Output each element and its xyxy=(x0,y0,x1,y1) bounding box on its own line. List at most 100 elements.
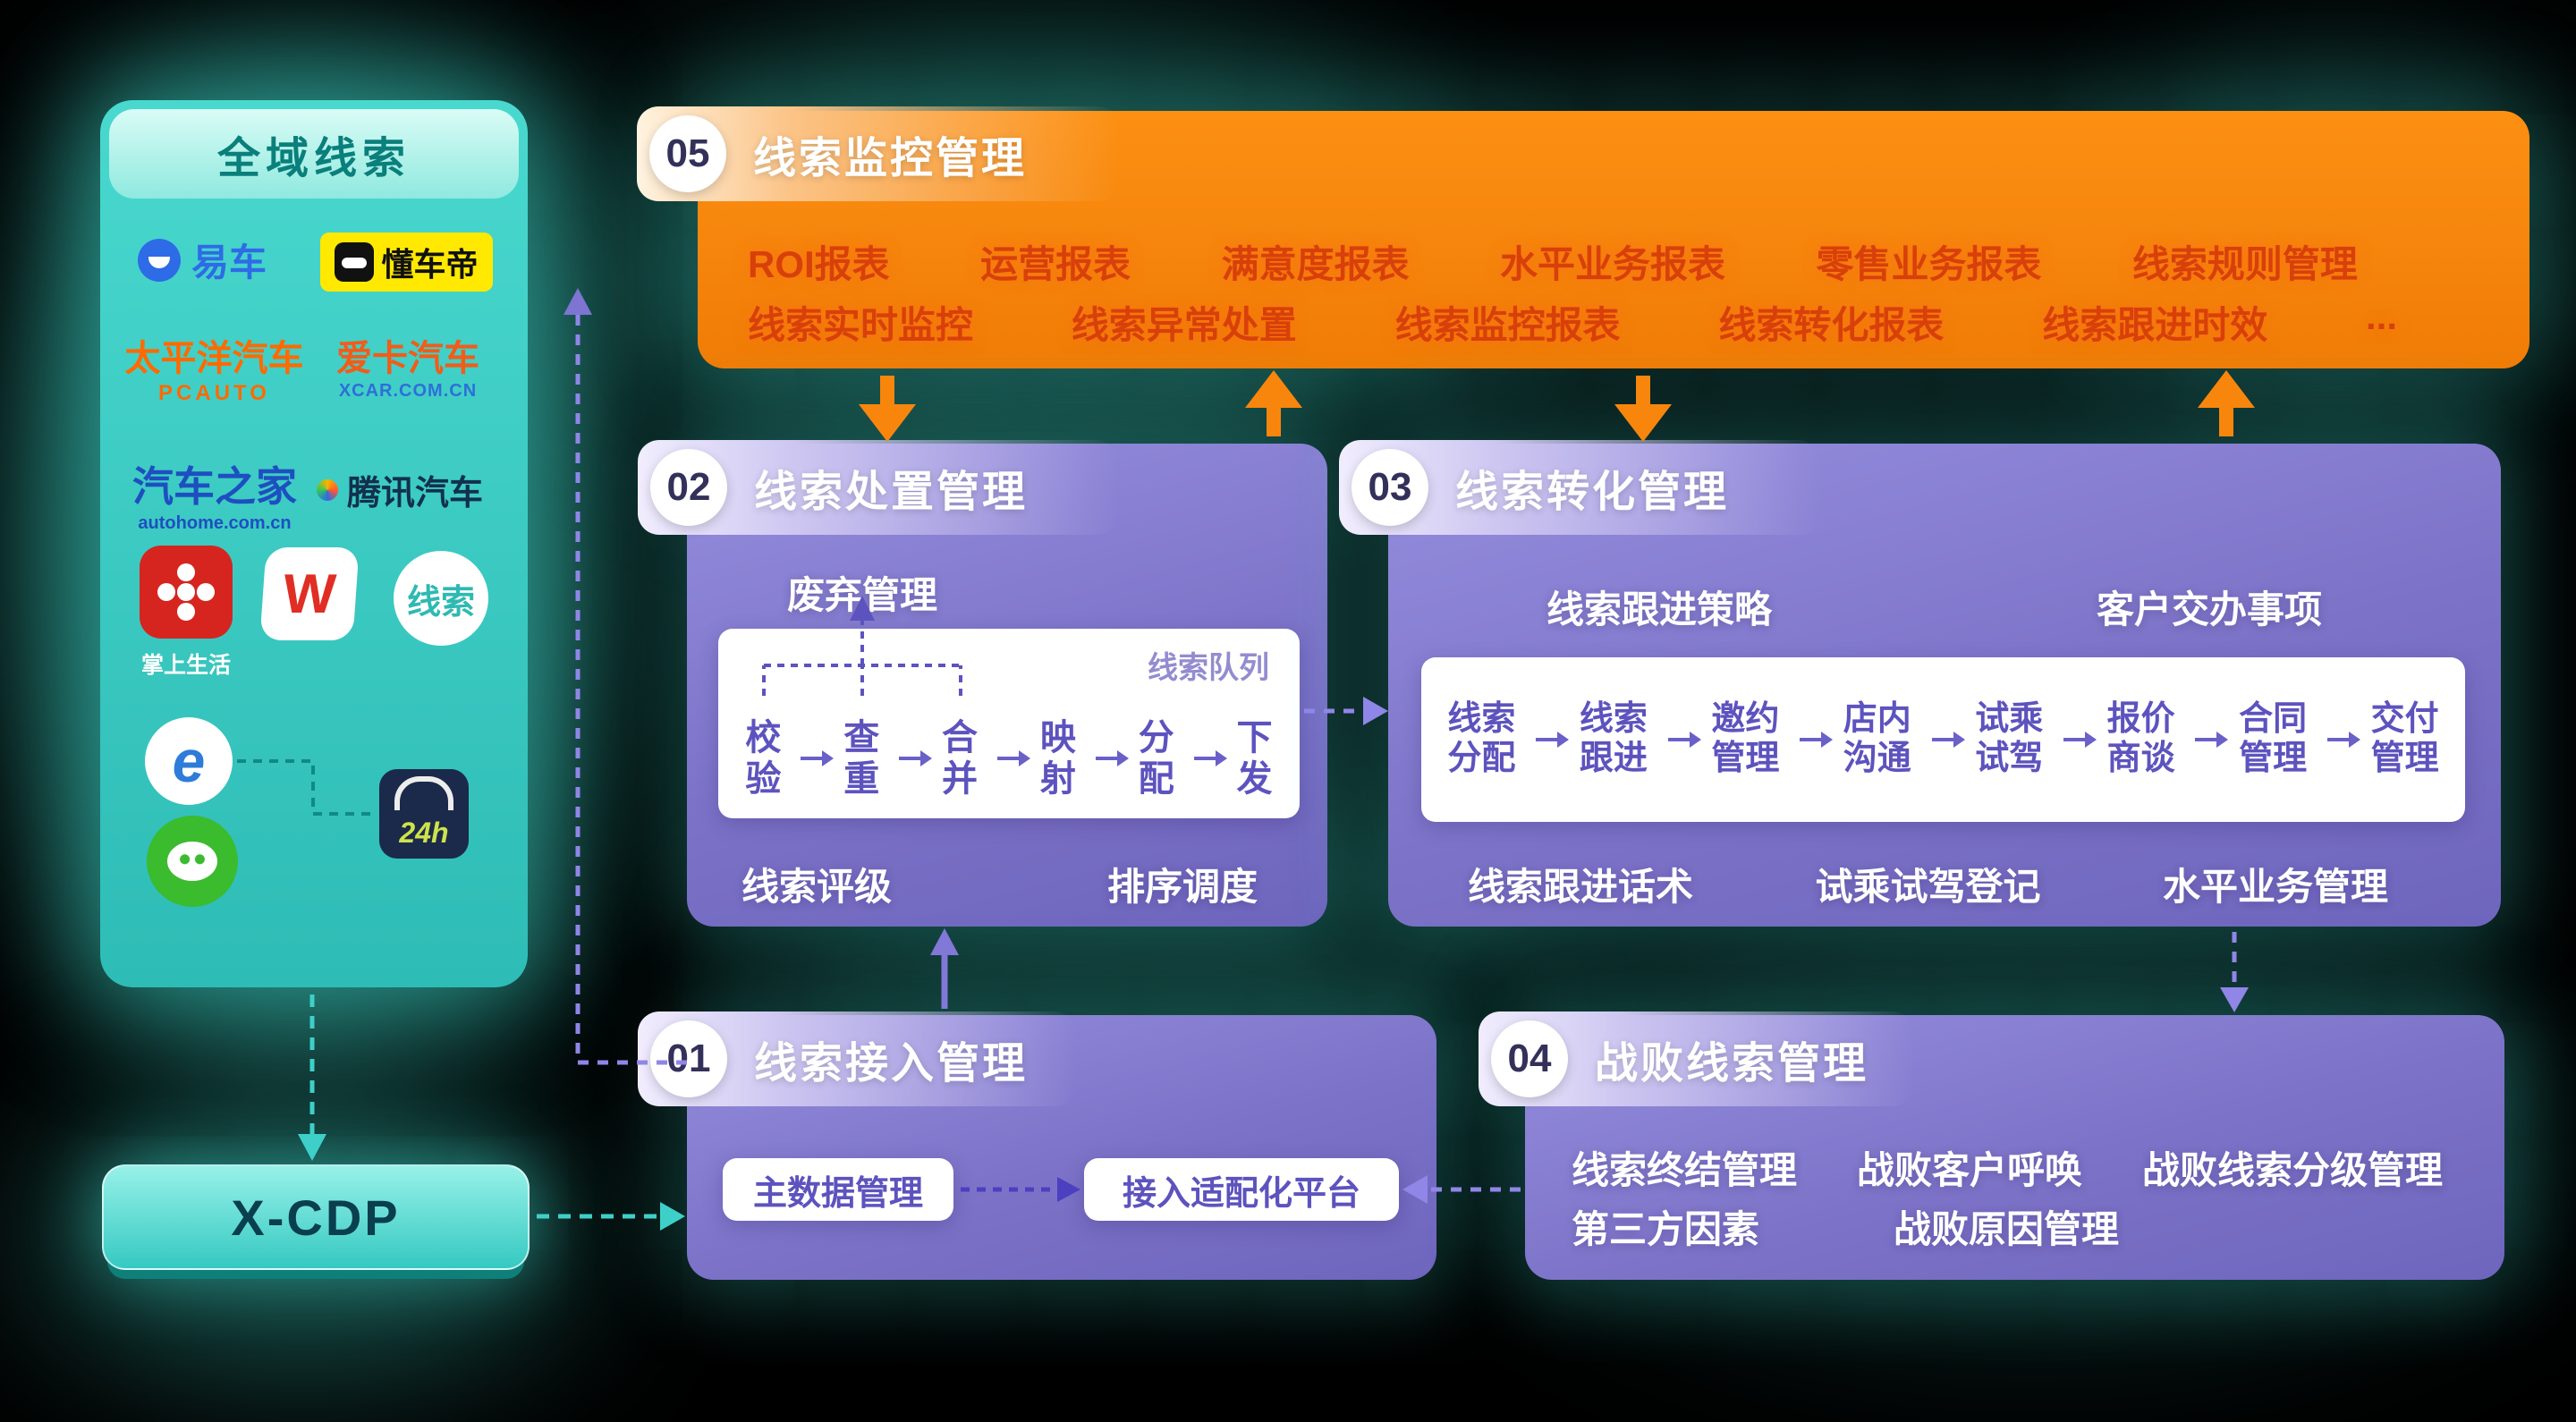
conversion-flow: 线索分配 线索跟进 邀约管理 店内沟通 试乘试驾 报价商谈 合同管理 交付管理 xyxy=(1445,670,2442,809)
flow-step: 校验 xyxy=(745,718,782,799)
arrowhead-down-icon xyxy=(1614,404,1672,442)
lead-queue-card: 线索队列 校验 查重 合并 映射 分配 下发 xyxy=(718,629,1300,818)
sort-scheduling-label: 排序调度 xyxy=(1106,866,1258,908)
followup-strategy-label: 线索跟进策略 xyxy=(1546,588,1773,631)
24h-label: 24h xyxy=(399,817,449,849)
flow-step: 报价商谈 xyxy=(2106,700,2175,777)
module-05-lead-monitoring: 05 线索监控管理 ROI报表 运营报表 满意度报表 水平业务报表 零售业务报表… xyxy=(637,106,2529,368)
module-02-number: 02 xyxy=(650,449,727,526)
chat-bubble-icon xyxy=(167,842,217,881)
report-item-ellipsis: ... xyxy=(2365,295,2397,337)
flow-arrow-icon xyxy=(899,750,933,766)
xcar-sublabel: XCAR.COM.CN xyxy=(338,381,478,401)
flower-icon xyxy=(177,583,195,601)
flow-step: 线索分配 xyxy=(1447,700,1516,777)
monitoring-report-row-1: ROI报表 运营报表 满意度报表 水平业务报表 零售业务报表 线索规则管理 xyxy=(748,234,2358,289)
xcdp-module: X-CDP xyxy=(102,1164,530,1270)
lead-rating-label: 线索评级 xyxy=(741,866,893,908)
arrowhead-down-icon xyxy=(859,404,916,442)
module-04-lost-lead: 04 战败线索管理 线索终结管理 战败客户呼唤 战败线索分级管理 第三方因素 战… xyxy=(1479,1011,2504,1280)
monitoring-report-row-2: 线索实时监控 线索异常处置 线索监控报表 线索转化报表 线索跟进时效 ... xyxy=(748,295,2397,350)
flow-step: 试乘试驾 xyxy=(1975,700,2044,777)
flow-arrow-icon xyxy=(2063,732,2097,748)
arrowhead-up-icon xyxy=(2198,370,2255,408)
autohome-logo: 汽车之家 autohome.com.cn xyxy=(114,454,315,534)
yiche-icon xyxy=(138,238,181,282)
arrowhead-right-icon xyxy=(1363,697,1388,725)
module-02-title: 线索处置管理 xyxy=(754,469,1029,516)
pcauto-label: 太平洋汽车 xyxy=(124,339,304,378)
module-02-lead-disposal: 02 线索处置管理 废弃管理 线索队列 校验 查重 合并 映射 分配 下发 线索… xyxy=(638,440,1327,927)
pcauto-sublabel: PCAUTO xyxy=(158,381,270,405)
lost-customer-recall-label: 战败客户呼唤 xyxy=(1856,1149,2082,1191)
xcar-logo: 爱卡汽车 XCAR.COM.CN xyxy=(318,329,497,402)
flow-arrow-icon xyxy=(2195,732,2229,748)
module-04-header: 04 战败线索管理 xyxy=(1479,1011,1914,1106)
module-01-lead-access: 01 线索接入管理 主数据管理 接入适配化平台 xyxy=(638,1011,1436,1280)
conversion-flow-card: 线索分配 线索跟进 邀约管理 店内沟通 试乘试驾 报价商谈 合同管理 交付管理 xyxy=(1421,657,2465,822)
zhangshang-shenghuo-label: 掌上生活 xyxy=(140,653,231,678)
disposal-flow: 校验 查重 合并 映射 分配 下发 xyxy=(743,711,1275,806)
master-data-card: 主数据管理 xyxy=(723,1158,953,1221)
flow-step: 交付管理 xyxy=(2370,700,2439,777)
module-03-header: 03 线索转化管理 xyxy=(1339,440,1820,535)
autohome-label: 汽车之家 xyxy=(132,463,297,510)
report-item: 线索跟进时效 xyxy=(2042,304,2268,346)
source-panel-title: 全域线索 xyxy=(109,109,519,199)
module-01-number: 01 xyxy=(650,1020,727,1097)
horizontal-business-label: 水平业务管理 xyxy=(2162,866,2388,908)
module-05-title: 线索监控管理 xyxy=(753,135,1028,182)
report-item: 零售业务报表 xyxy=(1816,243,2042,285)
report-item: 线索监控报表 xyxy=(1394,304,1621,346)
third-party-factor-label: 第三方因素 xyxy=(1572,1208,1760,1250)
zhangshang-shenghuo-icon xyxy=(140,546,233,639)
flow-arrow-icon xyxy=(1800,732,1834,748)
flow-arrow-icon xyxy=(2326,732,2360,748)
module-01-title: 线索接入管理 xyxy=(754,1040,1029,1088)
arrowhead-up-icon xyxy=(1245,370,1302,408)
flow-step: 线索跟进 xyxy=(1579,700,1648,777)
report-item: 水平业务报表 xyxy=(1500,243,1726,285)
report-item: 满意度报表 xyxy=(1221,243,1410,285)
tencent-auto-icon xyxy=(317,478,338,501)
report-item: ROI报表 xyxy=(748,243,890,285)
tencent-auto-label: 腾讯汽车 xyxy=(347,475,484,512)
dongchedi-icon xyxy=(335,242,375,282)
report-item: 线索异常处置 xyxy=(1071,304,1297,346)
flow-arrow-icon xyxy=(996,750,1030,766)
report-item: 线索实时监控 xyxy=(748,304,974,346)
module-02-bottom-labels: 线索评级 排序调度 xyxy=(741,857,1258,911)
arrowhead-down-icon xyxy=(298,1134,326,1161)
flow-step: 邀约管理 xyxy=(1711,700,1780,777)
flow-step: 合同管理 xyxy=(2239,700,2308,777)
arrowhead-down-icon xyxy=(2220,987,2249,1012)
24h-service-icon: 24h xyxy=(379,769,469,859)
ie-browser-icon: e xyxy=(145,717,233,805)
yiche-logo: 易车 xyxy=(138,233,267,287)
module-05-number: 05 xyxy=(649,115,726,192)
flow-arrow-icon xyxy=(1193,750,1227,766)
module-02-header: 02 线索处置管理 xyxy=(638,440,1118,535)
customer-task-label: 客户交办事项 xyxy=(2096,588,2322,631)
flow-step: 查重 xyxy=(843,718,880,799)
flow-arrow-icon xyxy=(1931,732,1965,748)
module-04-row-2: 第三方因素 战败原因管理 xyxy=(1572,1199,2119,1254)
module-05-header: 05 线索监控管理 xyxy=(637,106,1120,201)
xiansuo-badge: 线索 xyxy=(394,551,488,646)
w-app-icon: W xyxy=(259,547,360,640)
testdrive-register-label: 试乘试驾登记 xyxy=(1815,866,2041,908)
dongchedi-logo: 懂车帝 xyxy=(320,233,493,292)
connector-01-to-05 xyxy=(575,315,687,1065)
flow-step: 合并 xyxy=(942,718,979,799)
report-item: 运营报表 xyxy=(980,243,1131,285)
lost-reason-label: 战败原因管理 xyxy=(1894,1208,2120,1250)
discard-management-label: 废弃管理 xyxy=(786,574,937,616)
flow-step: 分配 xyxy=(1138,718,1174,799)
flow-step: 下发 xyxy=(1236,718,1273,799)
arrowhead-up-icon xyxy=(930,928,959,955)
module-04-row-1: 线索终结管理 战败客户呼唤 战败线索分级管理 xyxy=(1572,1140,2443,1195)
flow-step: 店内沟通 xyxy=(1843,700,1911,777)
arrowhead-right-icon xyxy=(660,1202,685,1231)
flow-arrow-icon xyxy=(1095,750,1129,766)
